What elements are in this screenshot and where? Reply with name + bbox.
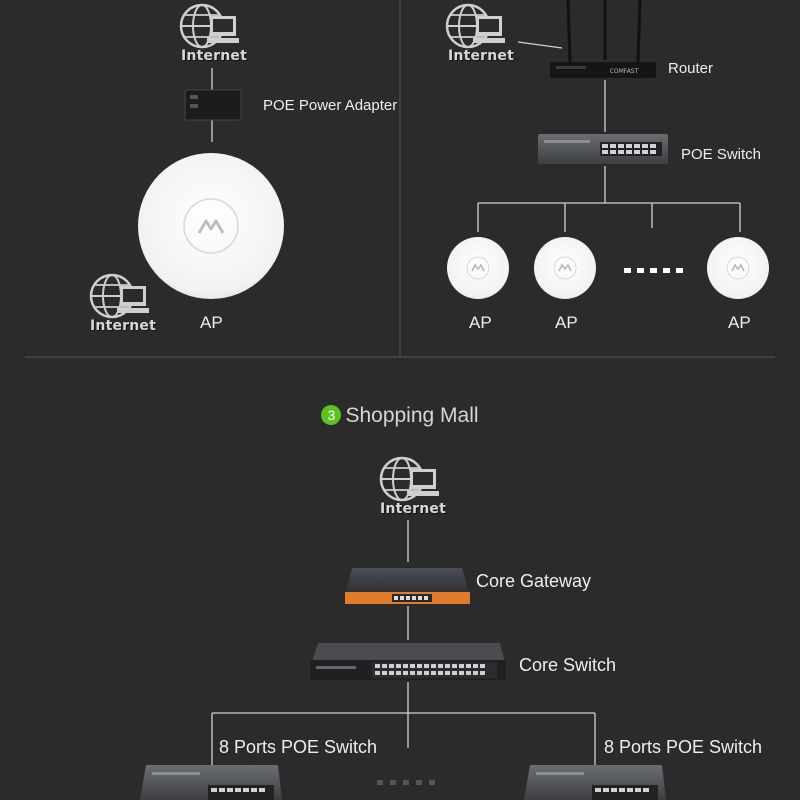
left-poe-switch-label: 8 Ports POE Switch [219, 737, 378, 757]
ap-label: AP [555, 313, 578, 332]
core-gateway-label: Core Gateway [476, 571, 592, 591]
access-point-large-icon [138, 153, 284, 299]
core-switch-label: Core Switch [519, 655, 617, 675]
internet-label: Internet [448, 48, 515, 64]
section-number-badge: 3 [321, 405, 342, 425]
svg-text:COMFAST: COMFAST [610, 68, 639, 75]
poe-switch-right-icon [524, 765, 666, 800]
globe-computer-icon [179, 3, 239, 49]
ap-label: AP [469, 313, 492, 332]
internet-label: Internet [181, 48, 248, 64]
connection-lines [211, 41, 741, 765]
poe-adapter-label: POE Power Adapter [263, 97, 398, 114]
poe-switch-label: POE Switch [681, 146, 762, 163]
internet-label: Internet [90, 318, 157, 334]
right-poe-switch-label: 8 Ports POE Switch [604, 737, 763, 757]
core-gateway-icon [345, 568, 470, 604]
globe-computer-icon [445, 3, 505, 49]
access-point-small-icon [534, 237, 596, 299]
section-dividers [25, 0, 775, 358]
globe-computer-icon [379, 456, 439, 502]
core-switch-icon [310, 643, 506, 680]
ellipsis-dots [624, 268, 683, 273]
ap-label: AP [200, 313, 223, 332]
poe-adapter-icon [184, 89, 242, 121]
access-point-small-icon [707, 237, 769, 299]
section-title-text: Shopping Mall [345, 404, 479, 427]
globe-computer-icon [89, 273, 149, 319]
poe-switch-left-icon [140, 765, 282, 800]
poe-switch-icon [538, 134, 668, 164]
internet-label: Internet [380, 501, 447, 517]
bottom-ellipsis-dots [377, 780, 435, 785]
ap-label: AP [728, 313, 751, 332]
access-point-small-icon [447, 237, 509, 299]
router-label: Router [668, 60, 714, 77]
router-icon: COMFAST [550, 0, 656, 78]
